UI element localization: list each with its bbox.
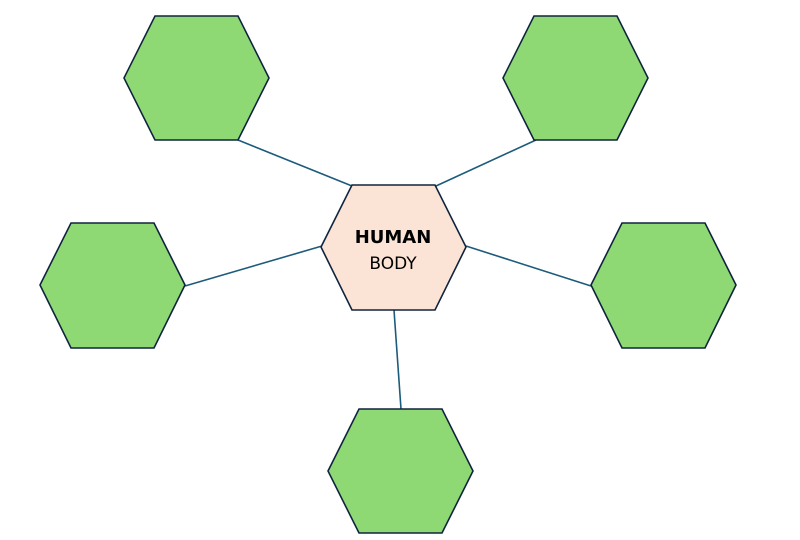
hexagon-top-left [123, 15, 270, 141]
center-node: HUMAN BODY [320, 184, 467, 311]
hexagon-top-right [502, 15, 649, 141]
connector-middle-left [184, 245, 323, 287]
hexagon-middle-right [590, 222, 737, 349]
connector-top-right [435, 139, 537, 187]
connector-bottom [393, 309, 402, 410]
connectors [184, 139, 592, 410]
hexagon-center [320, 184, 467, 311]
center-subtitle: BODY [369, 254, 417, 274]
connector-top-left [237, 139, 353, 187]
hexagon-middle-left [39, 222, 186, 349]
satellite-nodes [39, 15, 737, 534]
connector-middle-right [465, 245, 592, 287]
center-title: HUMAN [355, 227, 432, 248]
hexagon-bottom [327, 408, 474, 534]
